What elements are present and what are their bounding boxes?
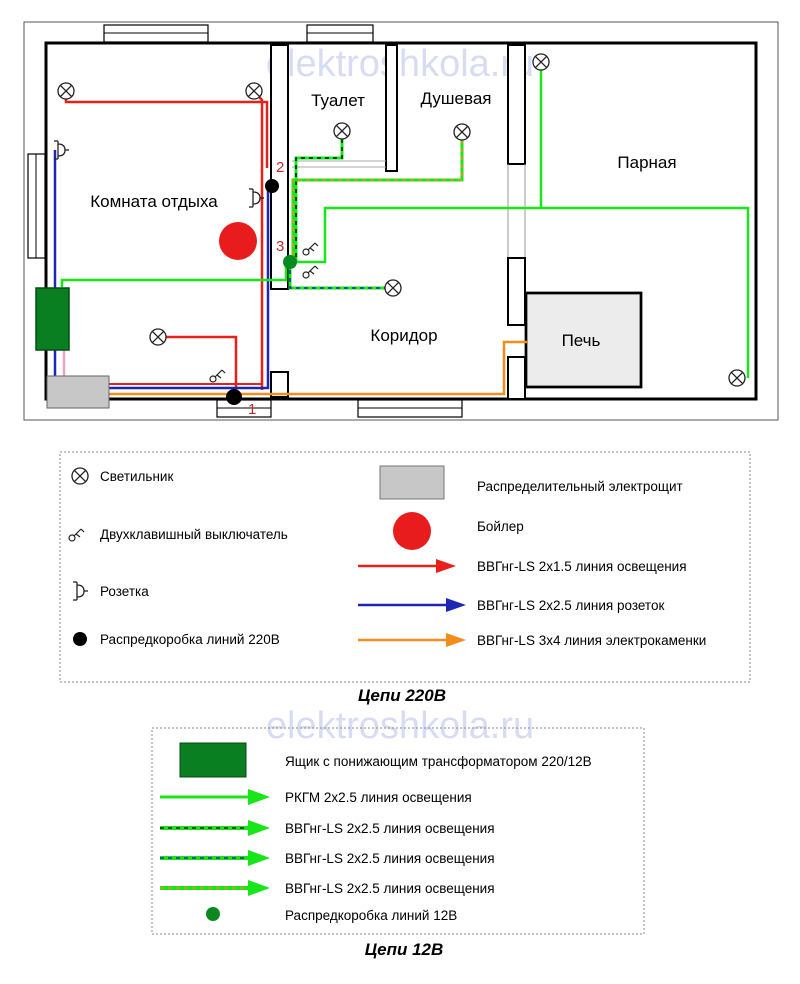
arrow-red-icon: [436, 559, 456, 573]
legend-lamp-label: Светильник: [100, 469, 173, 484]
legend-green-orange-line-label: ВВГнг-LS 2х2.5 линия освещения: [285, 881, 495, 896]
legend-green-line-label: РКГМ 2х2.5 линия освещения: [285, 790, 472, 805]
arrow-green-icon: [248, 789, 270, 805]
caption-220v: Цепи 220В: [358, 686, 446, 705]
junction-box-icon: [226, 389, 242, 405]
arrow-blue-icon: [446, 598, 466, 612]
room-label-rest: Комната отдыха: [90, 192, 218, 211]
boiler-icon: [219, 222, 257, 260]
legend-220v: Светильник Двухклавишный выключатель Роз…: [59, 451, 751, 683]
lamp-icon: [728, 369, 746, 387]
legend-green-black-line-label: ВВГнг-LS 2х2.5 линия освещения: [285, 821, 495, 836]
legend-junction-12v-label: Распредкоробка линий 12В: [285, 908, 457, 923]
legend-switch-label: Двухклавишный выключатель: [100, 527, 288, 542]
lamp-icon: [384, 279, 402, 297]
lamp-icon: [149, 328, 167, 346]
distribution-panel-icon: [379, 465, 445, 500]
junction-box-12v-icon: [283, 255, 297, 269]
switch-icon: [68, 528, 85, 542]
junction-number-2: 2: [276, 159, 284, 176]
legend-orange-line-label: ВВГнг-LS 3х4 линия электрокаменки: [477, 633, 706, 648]
junction-box-icon: [73, 632, 87, 646]
arrow-green-orange-icon: [248, 880, 270, 896]
junction-box-icon: [265, 179, 279, 193]
switch-icon: [302, 242, 319, 256]
lamp-icon: [333, 122, 351, 140]
junction-number-1: 1: [248, 401, 256, 418]
transformer-box-icon: [179, 742, 247, 778]
boiler-icon: [393, 512, 431, 550]
room-label-corridor: Коридор: [370, 326, 437, 345]
legend-transformer-label: Ящик с понижающим трансформатором 220/12…: [285, 754, 592, 769]
legend-panel-label: Распределительный электрощит: [477, 479, 683, 494]
devices: [35, 53, 746, 409]
stove-texture: [528, 295, 639, 385]
switch-icon: [209, 369, 226, 383]
legend-red-line-label: ВВГнг-LS 2х1.5 линия освещения: [477, 559, 687, 574]
legend-socket-label: Розетка: [100, 584, 149, 599]
watermark-middle: elektroshkola.ru: [266, 705, 534, 747]
lamp-icon: [245, 82, 263, 100]
lamp-icon: [71, 467, 89, 485]
room-label-steam: Парная: [617, 153, 676, 172]
watermark-top: elektroshkola.ru: [266, 43, 534, 85]
lamp-icon: [532, 53, 550, 71]
caption-12v: Цепи 12В: [365, 940, 444, 959]
arrow-green-blue-icon: [248, 850, 270, 866]
lamp-icon: [453, 123, 471, 141]
legend-boiler-label: Бойлер: [477, 519, 524, 534]
transformer-box-icon: [35, 287, 70, 351]
room-label-stove: Печь: [562, 331, 601, 350]
junction-box-12v-icon: [206, 907, 220, 921]
room-label-toilet: Туалет: [311, 91, 365, 110]
lamp-icon: [57, 82, 75, 100]
arrow-green-black-icon: [248, 820, 270, 836]
distribution-panel-icon: [46, 375, 110, 409]
junction-number-3: 3: [276, 238, 284, 255]
socket-icon: [72, 581, 89, 601]
legend-green-blue-line-label: ВВГнг-LS 2х2.5 линия освещения: [285, 851, 495, 866]
arrow-orange-icon: [446, 633, 466, 647]
room-label-shower: Душевая: [421, 89, 492, 108]
switch-icon: [302, 265, 319, 279]
legend-blue-line-label: ВВГнг-LS 2х2.5 линия розеток: [477, 598, 664, 613]
legend-12v: Ящик с понижающим трансформатором 220/12…: [151, 727, 645, 935]
wires: [53, 62, 750, 396]
legend-junction-label: Распредкоробка линий 220В: [100, 632, 280, 647]
